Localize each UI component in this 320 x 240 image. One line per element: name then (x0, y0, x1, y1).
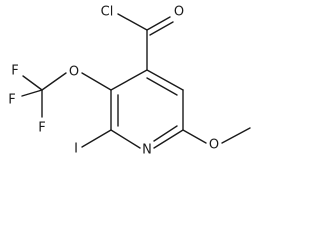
bond-cf3-fleft (21, 89, 43, 97)
bond-omethoxy-methyl (221, 127, 251, 144)
bond-c4-c3 (110, 69, 148, 91)
bond-c5-c4 (146, 69, 184, 91)
atom-fluorine-left: F (8, 93, 15, 108)
bond-cf3-ftop (22, 75, 43, 91)
bond-c5-c4-inner (146, 77, 178, 96)
bond-c6-omethoxy (182, 129, 207, 144)
atom-oxygen-methoxy: O (209, 138, 219, 153)
structure-svg: Cl O O F F F I N O (8, 5, 251, 158)
bond-c2-n (110, 129, 141, 149)
atom-fluorine-bottom: F (38, 121, 45, 136)
atom-oxygen-ether: O (69, 65, 79, 80)
atom-oxygen-carbonyl: O (174, 5, 184, 20)
atom-fluorine-top: F (11, 64, 18, 79)
bond-carbonyl-o-1 (146, 16, 171, 31)
bond-c3-oether (81, 72, 112, 91)
bond-carbonyl-o-2 (149, 21, 174, 36)
bond-oether-cf3 (41, 72, 67, 91)
bond-n-c6-inner (153, 125, 178, 142)
atom-iodine: I (74, 142, 78, 157)
bond-n-c6 (153, 129, 184, 149)
bond-c2-i (81, 129, 112, 148)
molecule-diagram: Cl O O F F F I N O (8, 5, 251, 158)
atom-chlorine: Cl (101, 5, 114, 20)
bond-carbonyl-cl (117, 13, 148, 31)
atom-nitrogen: N (142, 143, 152, 158)
